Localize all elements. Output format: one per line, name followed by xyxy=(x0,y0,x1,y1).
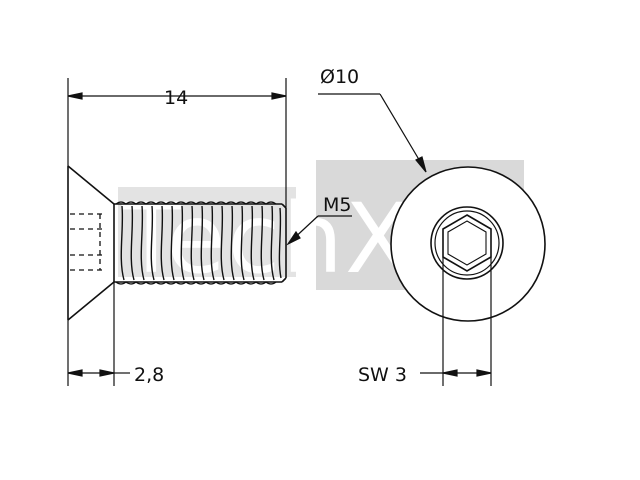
dimension-wrench-size xyxy=(420,257,492,386)
dimension-head-height xyxy=(67,282,130,386)
head-cone-bottom xyxy=(67,281,115,321)
head-cone-top xyxy=(67,165,115,205)
diameter-label: Ø10 xyxy=(320,66,359,88)
thread-lines xyxy=(120,205,282,281)
hex-socket-inner xyxy=(447,220,487,266)
screw-end-view xyxy=(390,166,546,322)
thread-leader xyxy=(286,215,352,246)
head-circle xyxy=(390,166,546,322)
hex-socket xyxy=(442,214,492,272)
thread-label: M5 xyxy=(323,194,351,216)
diameter-leader xyxy=(318,93,427,173)
head-height-label: 2,8 xyxy=(134,364,164,386)
thread-crest-bottom xyxy=(115,281,277,285)
length-label: 14 xyxy=(164,87,188,109)
dimension-length xyxy=(67,78,287,208)
socket-hidden-lines xyxy=(70,213,106,271)
wrench-size-label: SW 3 xyxy=(358,364,407,386)
socket-circle-inner xyxy=(434,210,500,276)
watermark-bg-left xyxy=(118,187,296,277)
screw-side-view xyxy=(67,165,287,321)
thread-crest-top xyxy=(115,201,277,205)
chamfer-bottom xyxy=(281,277,287,283)
chamfer-top xyxy=(281,203,287,209)
socket-circle-outer xyxy=(430,206,504,280)
